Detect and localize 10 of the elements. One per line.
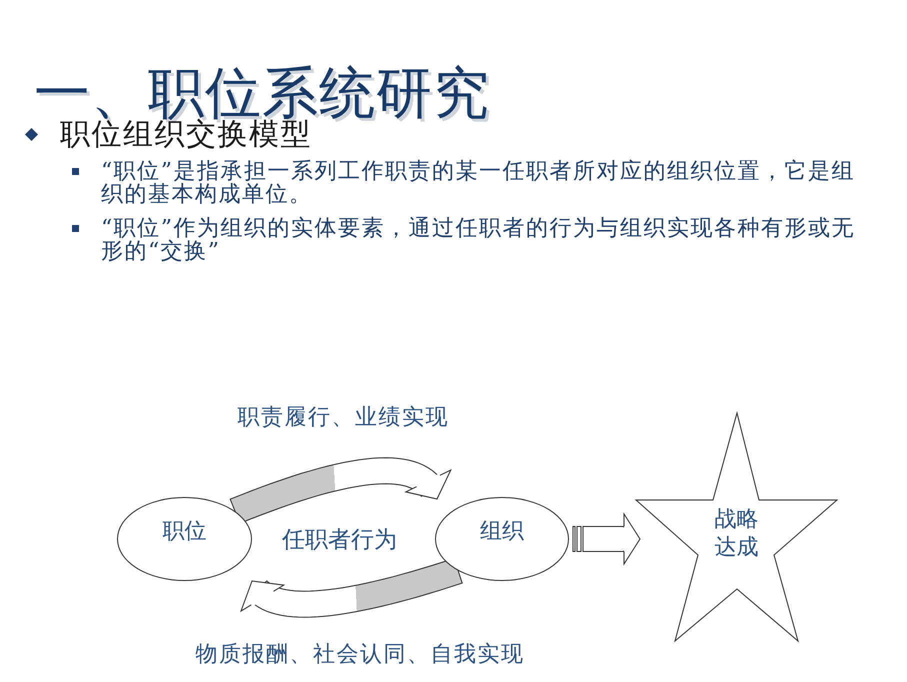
diagram-label: 任职者行为 xyxy=(282,526,397,554)
bullet-text: “职位”作为组织的实体要素，通过任职者的行为与组织实现各种有形或无形的“交换” xyxy=(101,217,856,263)
node-label: 职位 xyxy=(162,518,206,546)
curved-block-arrow xyxy=(230,457,452,524)
striped-block-arrow xyxy=(572,514,640,564)
star-node xyxy=(636,413,837,641)
bullet-text: “职位”是指承担一系列工作职责的某一任职者所对应的组织位置，它是组织的基本构成单位。 xyxy=(101,160,856,206)
edge-label: 职责履行、业绩实现 xyxy=(237,405,449,431)
node-label: 组织 xyxy=(480,518,524,546)
node-label: 战略达成 xyxy=(714,506,760,562)
